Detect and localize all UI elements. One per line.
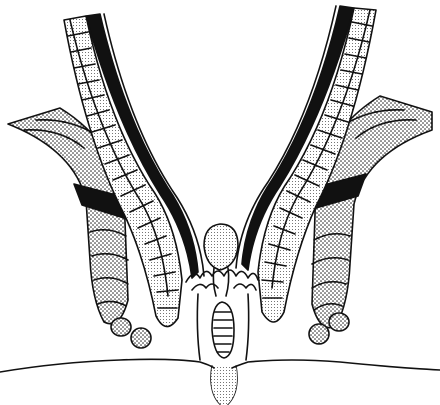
left-small-lobe-1 [111,318,131,336]
central-fold-line-2 [192,284,256,290]
right-small-lobe-2 [329,313,349,331]
central-right-wall [246,294,249,360]
central-oval-body [204,224,238,270]
right-small-lobe-1 [309,324,329,344]
central-canal [212,302,234,358]
left-small-lobe-2 [131,328,151,348]
central-left-wall [197,294,200,360]
